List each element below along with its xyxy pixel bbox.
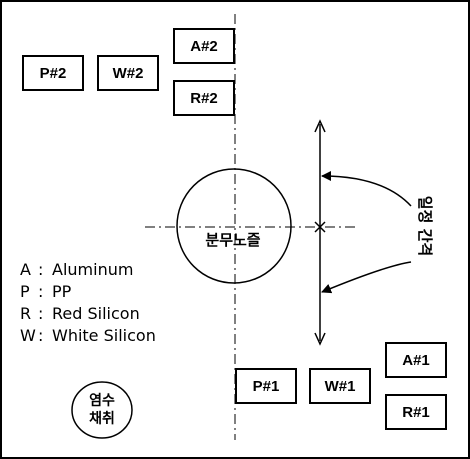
- specimen-box-a1: A#1: [385, 342, 447, 378]
- interval-leader-lower: [321, 261, 412, 294]
- spray-nozzle-label: 분무노즐: [205, 231, 261, 249]
- legend-value: White Silicon: [52, 326, 156, 345]
- interval-center-mark: [314, 221, 326, 233]
- brine-sampling-line-1: 염수: [89, 393, 115, 409]
- legend-value: Aluminum: [52, 260, 134, 279]
- specimen-box-r2: R#2: [173, 80, 235, 116]
- specimen-box-p1: P#1: [235, 368, 297, 404]
- legend-separator: :: [38, 282, 44, 301]
- legend-row-aluminum: A: Aluminum: [20, 260, 133, 279]
- specimen-box-p2: P#2: [22, 55, 84, 91]
- legend-row-pp: P: PP: [20, 282, 71, 301]
- specimen-box-w2: W#2: [97, 55, 159, 91]
- brine-sampling-label: 염수 채취: [72, 392, 132, 428]
- legend-key: R: [20, 304, 32, 323]
- specimen-box-a2: A#2: [173, 28, 235, 64]
- brine-sampling-circle: [71, 381, 133, 439]
- brine-sampling-line-2: 채취: [89, 411, 115, 427]
- legend-row-white-silicon: W: White Silicon: [20, 326, 156, 345]
- legend-separator: :: [38, 304, 44, 323]
- legend-key: A: [20, 260, 31, 279]
- interval-leader-upper: [321, 171, 412, 207]
- legend-key: W: [20, 326, 36, 345]
- legend-key: P: [20, 282, 30, 301]
- spray-nozzle-circle: [176, 168, 292, 284]
- legend-separator: :: [38, 260, 44, 279]
- legend-separator: :: [38, 326, 44, 345]
- specimen-box-r1: R#1: [385, 394, 447, 430]
- interval-top-arrowhead: [314, 119, 326, 133]
- interval-label: 일정 간격: [416, 195, 434, 257]
- legend-value: Red Silicon: [52, 304, 140, 323]
- legend-row-red-silicon: R: Red Silicon: [20, 304, 140, 323]
- interval-bottom-arrowhead: [314, 332, 326, 346]
- legend-value: PP: [52, 282, 72, 301]
- specimen-box-w1: W#1: [309, 368, 371, 404]
